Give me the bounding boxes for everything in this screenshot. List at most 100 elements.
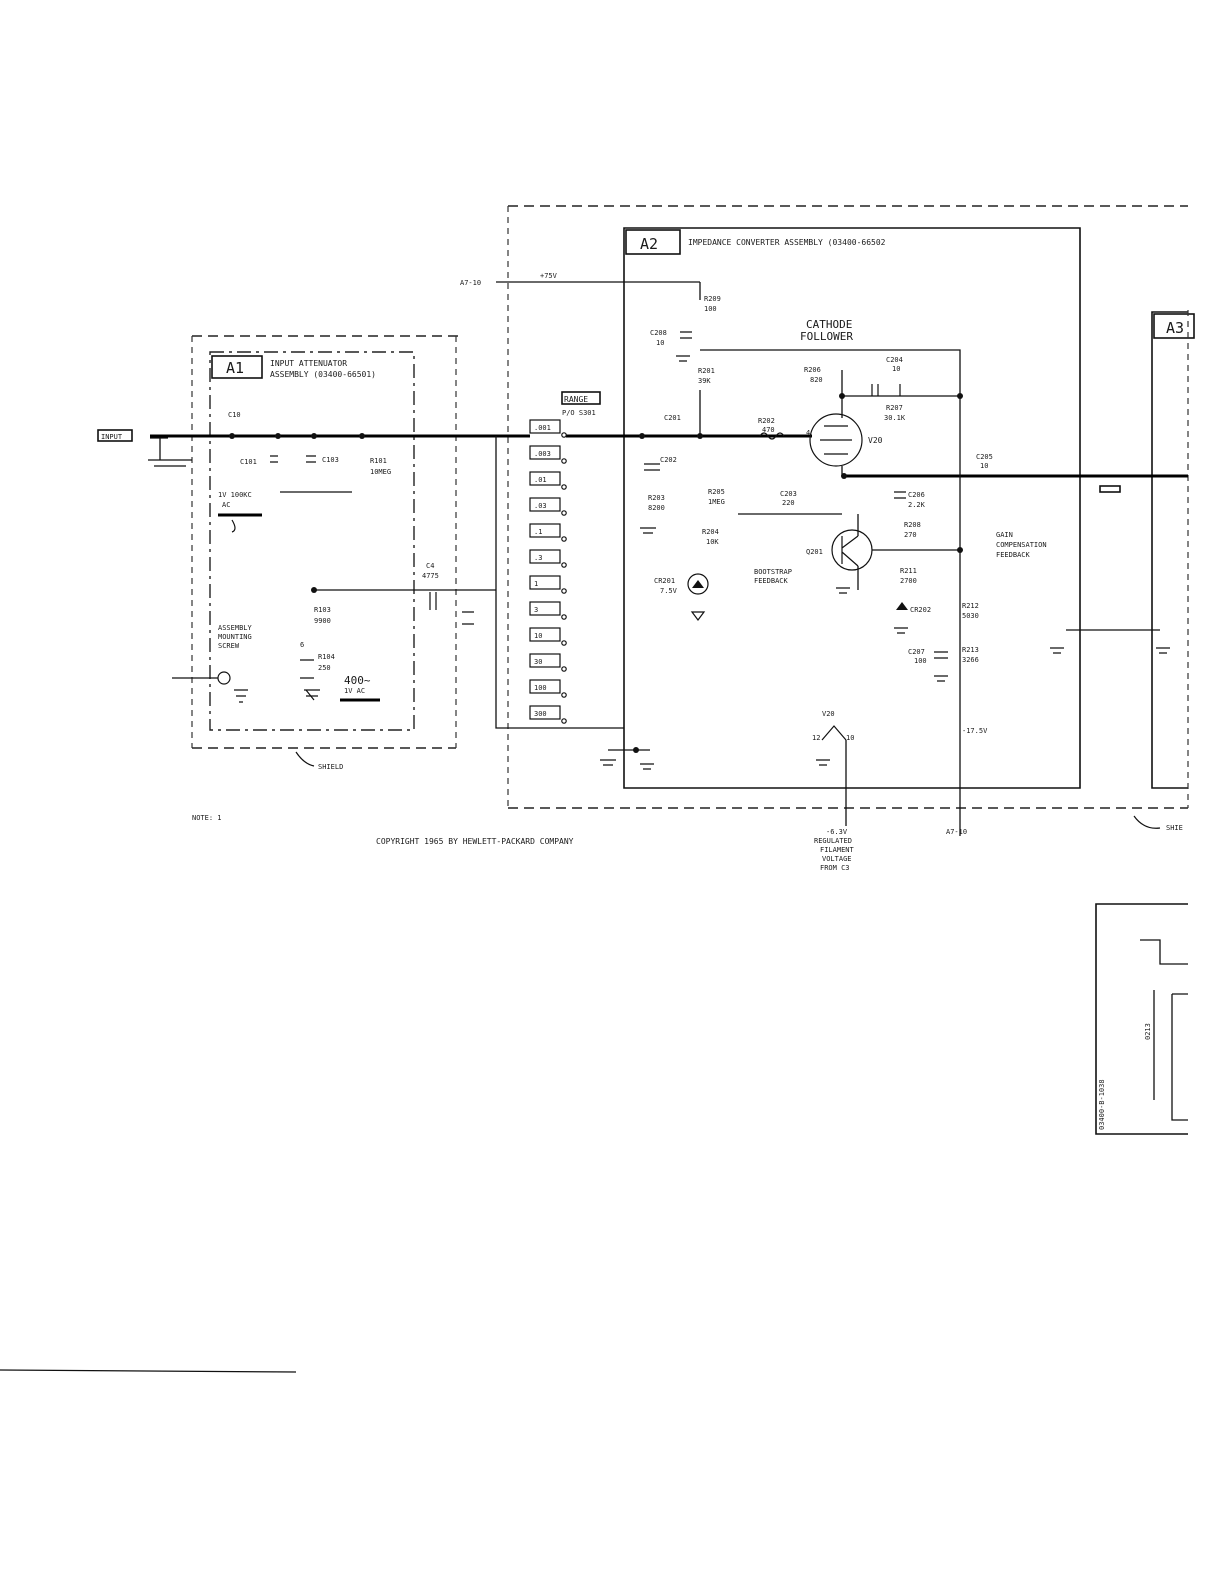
c-label: 6 (300, 641, 304, 649)
v20-pin4: 4 (806, 429, 810, 437)
range-button: 30 (529, 653, 567, 672)
r205-label: R205 (708, 488, 725, 496)
heater-pin12: 12 (812, 734, 820, 742)
v20-heater: V20 12 10 (812, 710, 854, 826)
c203-value: 220 (782, 499, 795, 507)
bootstrap-1: BOOTSTRAP (754, 568, 792, 576)
r213-value: 3266 (962, 656, 979, 664)
filament-4: VOLTAGE (822, 855, 852, 863)
assembly-screw-1: ASSEMBLY (218, 624, 253, 632)
assembly-a1: A1 INPUT ATTENUATOR ASSEMBLY (03400-6650… (209, 351, 415, 731)
range-contact-icon (561, 666, 567, 672)
r104-value: 250 (318, 664, 331, 672)
note-small: NOTE: 1 (192, 814, 222, 822)
r203-value: 8200 (648, 504, 665, 512)
junction-dots (229, 393, 963, 753)
range-button-frame (529, 549, 561, 564)
range-contact-icon (561, 692, 567, 698)
r212-value: 5030 (962, 612, 979, 620)
r206-resistor: R206 820 (804, 366, 960, 418)
gain-comp-label: GAIN COMPENSATION FEEDBACK (996, 531, 1047, 559)
gain-comp-2: COMPENSATION (996, 541, 1047, 549)
c103-label: C103 (322, 456, 339, 464)
v20-heater-label: V20 (822, 710, 835, 718)
range-contact-icon (561, 718, 567, 724)
cr201-label: CR201 (654, 577, 675, 585)
bootstrap-label: BOOTSTRAP FEEDBACK (754, 568, 792, 585)
assembly-a2: A2 IMPEDANCE CONVERTER ASSEMBLY (03400-6… (623, 227, 1081, 789)
a1-id: A1 (226, 359, 244, 377)
range-button: 1 (529, 575, 567, 594)
filament-voltage: -6.3V REGULATED FILAMENT VOLTAGE FROM C3 (814, 828, 855, 872)
c207-r213: C207 100 R213 3266 (908, 646, 979, 682)
r211-value: 2700 (900, 577, 917, 585)
cr202-label: CR202 (910, 606, 931, 614)
range-button-frame (529, 523, 561, 538)
c206-r208: C206 2.2K R208 270 (894, 491, 926, 539)
range-label: RANGE (564, 395, 588, 404)
shield-right: SHIE (1133, 815, 1183, 832)
range-contact-icon (561, 614, 567, 620)
r207-value: 30.1K (884, 414, 906, 422)
c208-value: 10 (656, 339, 664, 347)
a1-title-2: ASSEMBLY (03400-66501) (270, 370, 376, 379)
c101-label: C101 (240, 458, 257, 466)
a1-title-1: INPUT ATTENUATOR (270, 359, 347, 368)
a1-footer: SHIELD NOTE: 1 COPYRIGHT 1965 BY HEWLETT… (192, 751, 574, 846)
cal-10kc-sub: AC (222, 501, 230, 509)
range-button-frame (529, 601, 561, 616)
plus-75v: +75V (540, 272, 558, 280)
range-part: P/O S301 (562, 409, 596, 417)
r209-value: 100 (704, 305, 717, 313)
range-button-frame (529, 705, 561, 720)
range-contact-icon (561, 640, 567, 646)
input-label: INPUT (101, 433, 123, 441)
range-button-label: 10 (534, 632, 542, 640)
range-button: 100 (529, 679, 567, 698)
r208-value: 270 (904, 531, 917, 539)
c203-label: C203 (780, 490, 797, 498)
c207-label: C207 (908, 648, 925, 656)
r209-resistor: R209 100 (704, 295, 721, 313)
range-button: .003 (529, 445, 567, 464)
range-contact-icon (561, 432, 567, 438)
range-button: .001 (529, 419, 567, 438)
r203-group: R203 8200 R205 1MEG R204 10K (640, 488, 842, 546)
r211-label: R211 (900, 567, 917, 575)
range-button-frame (529, 679, 561, 694)
range-contact-icon (561, 588, 567, 594)
bootstrap-2: FEEDBACK (754, 577, 789, 585)
assembly-a3: A3 (1151, 310, 1195, 808)
range-button-label: 1 (534, 580, 538, 588)
range-button-label: 3 (534, 606, 538, 614)
range-contact-icon (561, 536, 567, 542)
c202-label: C202 (660, 456, 677, 464)
r103-value: 9900 (314, 617, 331, 625)
a2-id: A2 (640, 235, 658, 253)
cathode-follower-title: CATHODE FOLLOWER (800, 318, 853, 343)
range-button-frame (529, 653, 561, 668)
supply-75v: A7-10 +75V (460, 272, 961, 396)
range-contact-icon (561, 510, 567, 516)
range-button-frame (529, 627, 561, 642)
c206-label: C206 (908, 491, 925, 499)
c4-value: 4775 (422, 572, 439, 580)
r209-label: R209 (704, 295, 721, 303)
cr202-diode: CR202 (894, 602, 931, 634)
range-button-label: 30 (534, 658, 542, 666)
r102-value: 10MEG (370, 468, 391, 476)
cr201-value: 7.5V (660, 587, 678, 595)
doc-number: 03400-B-1038 (1098, 1079, 1106, 1130)
r206-label: R206 (804, 366, 821, 374)
range-button: 3 (529, 601, 567, 620)
r202-value: 470 (762, 426, 775, 434)
c4-label: C4 (426, 562, 434, 570)
freq-400: 400~ (344, 674, 371, 687)
r103-label: R103 (314, 606, 331, 614)
bottom-terminal (600, 749, 654, 770)
r201-value: 39K (698, 377, 711, 385)
minus-175v: -17.5V A7-10 (946, 727, 988, 836)
q201-label: Q201 (806, 548, 823, 556)
c207-value: 100 (914, 657, 927, 665)
